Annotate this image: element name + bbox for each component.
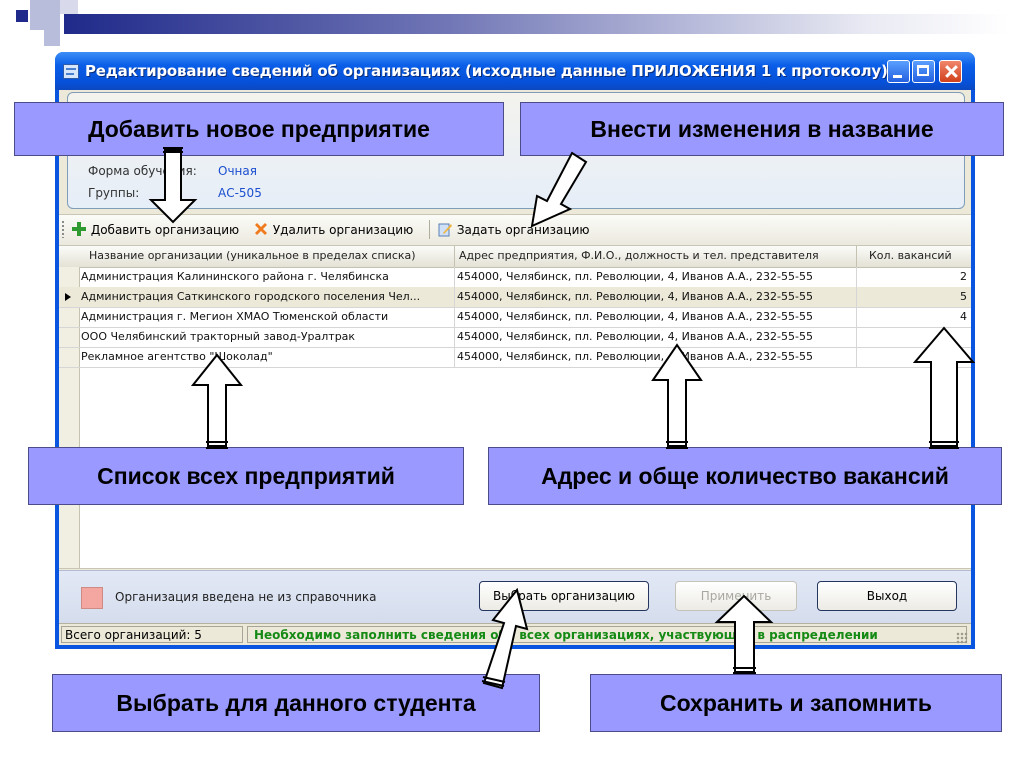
callout-list-all: Список всех предприятий bbox=[28, 447, 464, 505]
callout-save-remember: Сохранить и запомнить bbox=[590, 674, 1002, 732]
cell-vacancies: 5 bbox=[960, 290, 967, 303]
maximize-button[interactable] bbox=[912, 60, 935, 83]
cell-name: ООО Челябинский тракторный завод-Уралтра… bbox=[81, 330, 356, 343]
set-organization-label: Задать организацию bbox=[456, 223, 590, 237]
select-organization-button[interactable]: Выбрать организацию bbox=[479, 581, 649, 611]
slide-deco-square bbox=[16, 10, 28, 22]
add-organization-button[interactable]: Добавить организацию bbox=[71, 221, 239, 237]
title-bar[interactable]: Редактирование сведений об организациях … bbox=[55, 52, 975, 90]
toolbar-separator bbox=[429, 220, 430, 239]
edit-icon bbox=[438, 223, 452, 237]
close-button[interactable] bbox=[939, 60, 962, 83]
app-icon bbox=[63, 64, 79, 79]
cell-address: 454000, Челябинск, пл. Революции, 4, Ива… bbox=[457, 350, 813, 363]
cell-address: 454000, Челябинск, пл. Революции, 4, Ива… bbox=[457, 270, 813, 283]
window-client-area: Форма обучения: Очная Группы: АС-505 Доб… bbox=[59, 90, 971, 645]
callout-address-vacancies: Адрес и обще количество вакансий bbox=[488, 447, 1002, 505]
column-header-vacancies[interactable]: Кол. вакансий bbox=[869, 249, 952, 262]
cell-vacancies: 4 bbox=[960, 310, 967, 323]
cell-name: Администрация Калининского района г. Чел… bbox=[81, 270, 389, 283]
table-row-selected[interactable]: Администрация Саткинского городского пос… bbox=[59, 287, 971, 308]
cell-name: Администрация Саткинского городского пос… bbox=[81, 290, 421, 303]
current-row-arrow-icon bbox=[65, 293, 71, 301]
slide-header-bar bbox=[64, 14, 1009, 34]
cell-address: 454000, Челябинск, пл. Революции, 4, Ива… bbox=[457, 290, 813, 303]
cell-address: 454000, Челябинск, пл. Революции, 4, Ива… bbox=[457, 310, 813, 323]
status-organization-count: Всего организаций: 5 bbox=[61, 626, 243, 643]
plus-icon bbox=[72, 222, 86, 236]
slide-deco-square bbox=[30, 0, 60, 30]
status-bar: Всего организаций: 5 Необходимо заполнит… bbox=[59, 623, 971, 645]
toolbar-grip[interactable] bbox=[62, 221, 64, 238]
window-title: Редактирование сведений об организациях … bbox=[85, 62, 888, 80]
cell-name: Администрация г. Мегион ХМАО Тюменской о… bbox=[81, 310, 389, 323]
legend-text: Организация введена не из справочника bbox=[115, 590, 377, 604]
groups-value: АС-505 bbox=[218, 186, 262, 200]
apply-button[interactable]: Применить bbox=[675, 581, 797, 611]
study-form-value: Очная bbox=[218, 164, 257, 178]
table-row[interactable]: Администрация г. Мегион ХМАО Тюменской о… bbox=[59, 307, 971, 328]
column-header-address[interactable]: Адрес предприятия, Ф.И.О., должность и т… bbox=[459, 249, 819, 262]
exit-button[interactable]: Выход bbox=[817, 581, 957, 611]
table-row[interactable]: Администрация Калининского района г. Чел… bbox=[59, 267, 971, 288]
slide-deco-square bbox=[44, 30, 60, 46]
slide-deco-square bbox=[60, 0, 78, 14]
cell-address: 454000, Челябинск, пл. Революции, 4, Ива… bbox=[457, 330, 813, 343]
cell-name: Рекламное агентство "Шоколад" bbox=[81, 350, 273, 363]
delete-organization-label: Удалить организацию bbox=[272, 223, 414, 237]
status-message: Необходимо заполнить сведения обо всех о… bbox=[247, 626, 967, 643]
organizations-table: Название организации (уникальное в преде… bbox=[59, 246, 971, 569]
callout-edit-name: Внести изменения в название bbox=[520, 102, 1004, 156]
column-header-name[interactable]: Название организации (уникальное в преде… bbox=[89, 249, 416, 262]
study-form-label: Форма обучения: bbox=[88, 164, 197, 178]
legend-color-swatch bbox=[81, 587, 103, 609]
delete-organization-button[interactable]: Удалить организацию bbox=[253, 221, 413, 237]
callout-add-enterprise: Добавить новое предприятие bbox=[14, 102, 504, 156]
bottom-panel: Организация введена не из справочника Вы… bbox=[59, 570, 971, 623]
table-row[interactable]: ООО Челябинский тракторный завод-Уралтра… bbox=[59, 327, 971, 348]
table-header: Название организации (уникальное в преде… bbox=[59, 246, 971, 268]
callout-select-for-student: Выбрать для данного студента bbox=[52, 674, 540, 732]
delete-cross-icon bbox=[255, 223, 267, 235]
resize-grip-icon[interactable] bbox=[956, 632, 968, 644]
minimize-button[interactable] bbox=[887, 60, 910, 83]
set-organization-button[interactable]: Задать организацию bbox=[437, 221, 589, 237]
table-row[interactable]: Рекламное агентство "Шоколад" 454000, Че… bbox=[59, 347, 971, 368]
cell-vacancies: 2 bbox=[960, 270, 967, 283]
toolbar: Добавить организацию Удалить организацию… bbox=[59, 214, 971, 246]
add-organization-label: Добавить организацию bbox=[90, 223, 240, 237]
cell-vacancies: 4 bbox=[960, 350, 967, 363]
groups-label: Группы: bbox=[88, 186, 140, 200]
